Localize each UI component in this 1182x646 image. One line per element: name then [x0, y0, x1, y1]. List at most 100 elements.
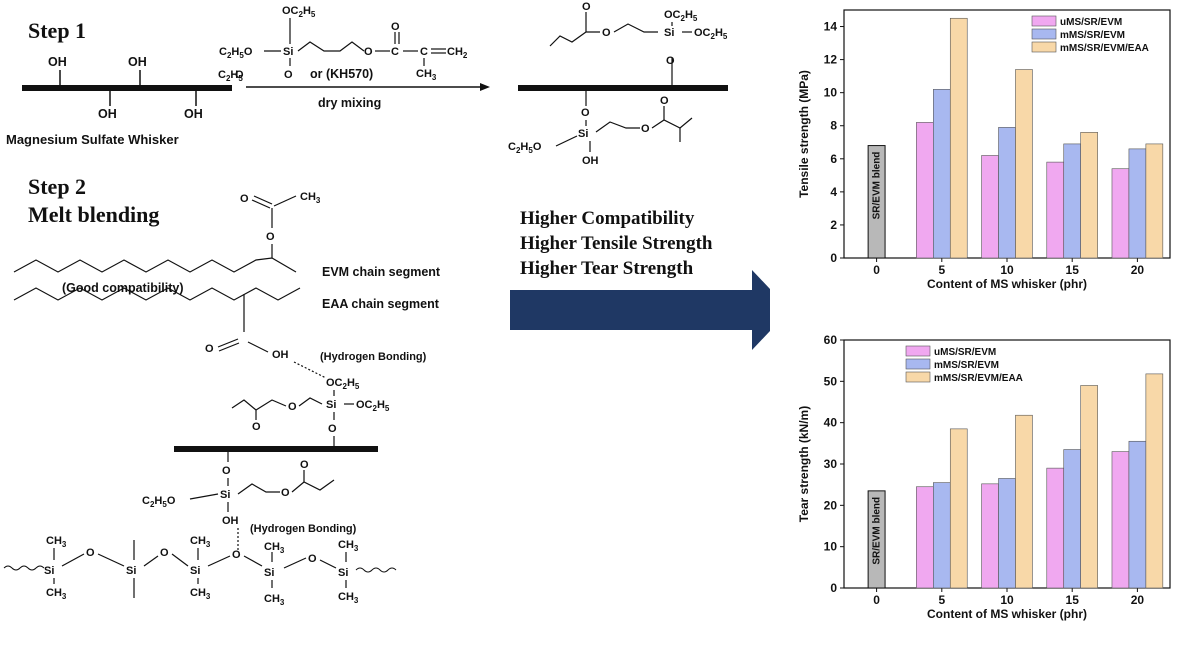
x-axis-label: Content of MS whisker (phr)	[927, 277, 1087, 291]
svg-text:Si: Si	[126, 565, 136, 577]
eaa-segment-label: EAA chain segment	[322, 297, 440, 311]
legend-swatch	[1031, 28, 1057, 40]
svg-text:O: O	[602, 27, 611, 39]
svg-text:OH: OH	[98, 107, 117, 121]
bar-blend	[867, 145, 886, 259]
svg-text:CH3: CH3	[416, 68, 437, 82]
legend-label: uMS/SR/EVM	[1060, 17, 1122, 28]
y-tick-label: 30	[824, 457, 838, 471]
svg-text:C2H5O: C2H5O	[508, 141, 542, 155]
svg-text:CH3: CH3	[46, 587, 67, 601]
svg-text:CH3: CH3	[264, 593, 285, 607]
y-tick-label: 40	[824, 416, 838, 430]
svg-text:OH: OH	[184, 107, 203, 121]
evm-segment-label: EVM chain segment	[322, 265, 441, 279]
bar-2	[1145, 373, 1164, 589]
svg-text:O: O	[364, 46, 373, 58]
eaa-chain	[13, 287, 301, 301]
svg-text:CH2: CH2	[447, 46, 468, 60]
svg-text:O: O	[308, 553, 317, 565]
y-axis-label: Tensile strength (MPa)	[797, 70, 811, 198]
siloxane-chain-end	[355, 567, 397, 573]
step2-title: Step 2	[28, 174, 86, 199]
legend-label: mMS/SR/EVM/EAA	[934, 373, 1023, 384]
svg-text:CH3: CH3	[338, 539, 359, 553]
y-axis-label: Tear strength (kN/m)	[797, 406, 811, 522]
svg-text:CH3: CH3	[300, 191, 321, 205]
svg-text:Si: Si	[326, 399, 336, 411]
svg-text:OC2H5: OC2H5	[356, 399, 390, 413]
blend-label: SR/EVM blend	[872, 152, 883, 220]
y-tick-label: 10	[824, 540, 838, 554]
bar-1	[933, 482, 951, 589]
y-tick-label: 10	[824, 86, 838, 100]
hbond-label-1: (Hydrogen Bonding)	[320, 351, 427, 363]
svg-text:OC2H5: OC2H5	[282, 5, 316, 19]
bar-1	[1063, 143, 1081, 259]
reaction-scheme: Step 1 OH OH OH OH Magnesium Sulfate Whi…	[3, 1, 770, 607]
y-tick-label: 0	[830, 581, 837, 595]
svg-text:CH3: CH3	[190, 535, 211, 549]
ms-whisker-label: Magnesium Sulfate Whisker	[6, 132, 179, 147]
svg-text:O: O	[284, 69, 293, 81]
oh-label: OH	[48, 55, 67, 69]
svg-text:O: O	[252, 421, 261, 433]
kh570-label: or (KH570)	[310, 67, 373, 81]
svg-text:O: O	[205, 343, 214, 355]
x-tick-label: 10	[1000, 263, 1014, 277]
bar-0	[916, 486, 934, 589]
svg-text:C: C	[391, 46, 399, 58]
legend-swatch	[905, 371, 931, 383]
svg-text:Si: Si	[578, 128, 588, 140]
svg-text:O: O	[391, 21, 400, 33]
big-arrow-icon	[510, 270, 770, 350]
bar-1	[1128, 148, 1147, 259]
evm-chain	[13, 257, 297, 273]
svg-text:O: O	[288, 401, 297, 413]
svg-text:O: O	[582, 1, 591, 13]
svg-text:O: O	[240, 193, 249, 205]
svg-text:Si: Si	[338, 567, 348, 579]
svg-text:O: O	[328, 423, 337, 435]
step1-title: Step 1	[28, 18, 86, 43]
bar-2	[1015, 414, 1033, 589]
svg-text:O: O	[266, 231, 275, 243]
hbond-label-2: (Hydrogen Bonding)	[250, 523, 357, 535]
x-tick-label: 10	[1000, 593, 1014, 607]
svg-text:O: O	[641, 123, 650, 135]
legend-label: mMS/SR/EVM/EAA	[1060, 43, 1149, 54]
x-tick-label: 0	[873, 263, 880, 277]
svg-text:O: O	[86, 547, 95, 559]
y-tick-label: 6	[830, 152, 837, 166]
legend-label: mMS/SR/EVM	[1060, 30, 1125, 41]
svg-text:OH: OH	[582, 155, 599, 167]
bar-0	[1111, 451, 1130, 589]
bar-1	[933, 89, 951, 259]
svg-text:OH: OH	[272, 349, 289, 361]
svg-text:C2H5O: C2H5O	[142, 495, 176, 509]
x-tick-label: 20	[1131, 593, 1145, 607]
bar-2	[949, 17, 968, 259]
svg-text:O: O	[666, 55, 675, 67]
bar-2	[1080, 385, 1098, 589]
svg-text:O: O	[281, 487, 290, 499]
svg-text:C2H5: C2H5	[218, 69, 243, 83]
svg-text:CH3: CH3	[190, 587, 211, 601]
x-tick-label: 20	[1131, 263, 1145, 277]
legend-label: uMS/SR/EVM	[934, 347, 996, 358]
svg-text:O: O	[581, 107, 590, 119]
svg-text:CH3: CH3	[264, 541, 285, 555]
bar-0	[981, 155, 999, 259]
bar-1	[998, 478, 1016, 589]
bar-0	[1111, 168, 1130, 259]
svg-text:OH: OH	[128, 55, 147, 69]
y-tick-label: 12	[824, 53, 838, 67]
y-tick-label: 2	[830, 218, 837, 232]
svg-text:O: O	[660, 95, 669, 107]
bar-2	[949, 428, 968, 589]
bar-2	[1015, 69, 1033, 259]
svg-text:Si: Si	[264, 567, 274, 579]
x-tick-label: 0	[873, 593, 880, 607]
bar-0	[916, 122, 934, 259]
